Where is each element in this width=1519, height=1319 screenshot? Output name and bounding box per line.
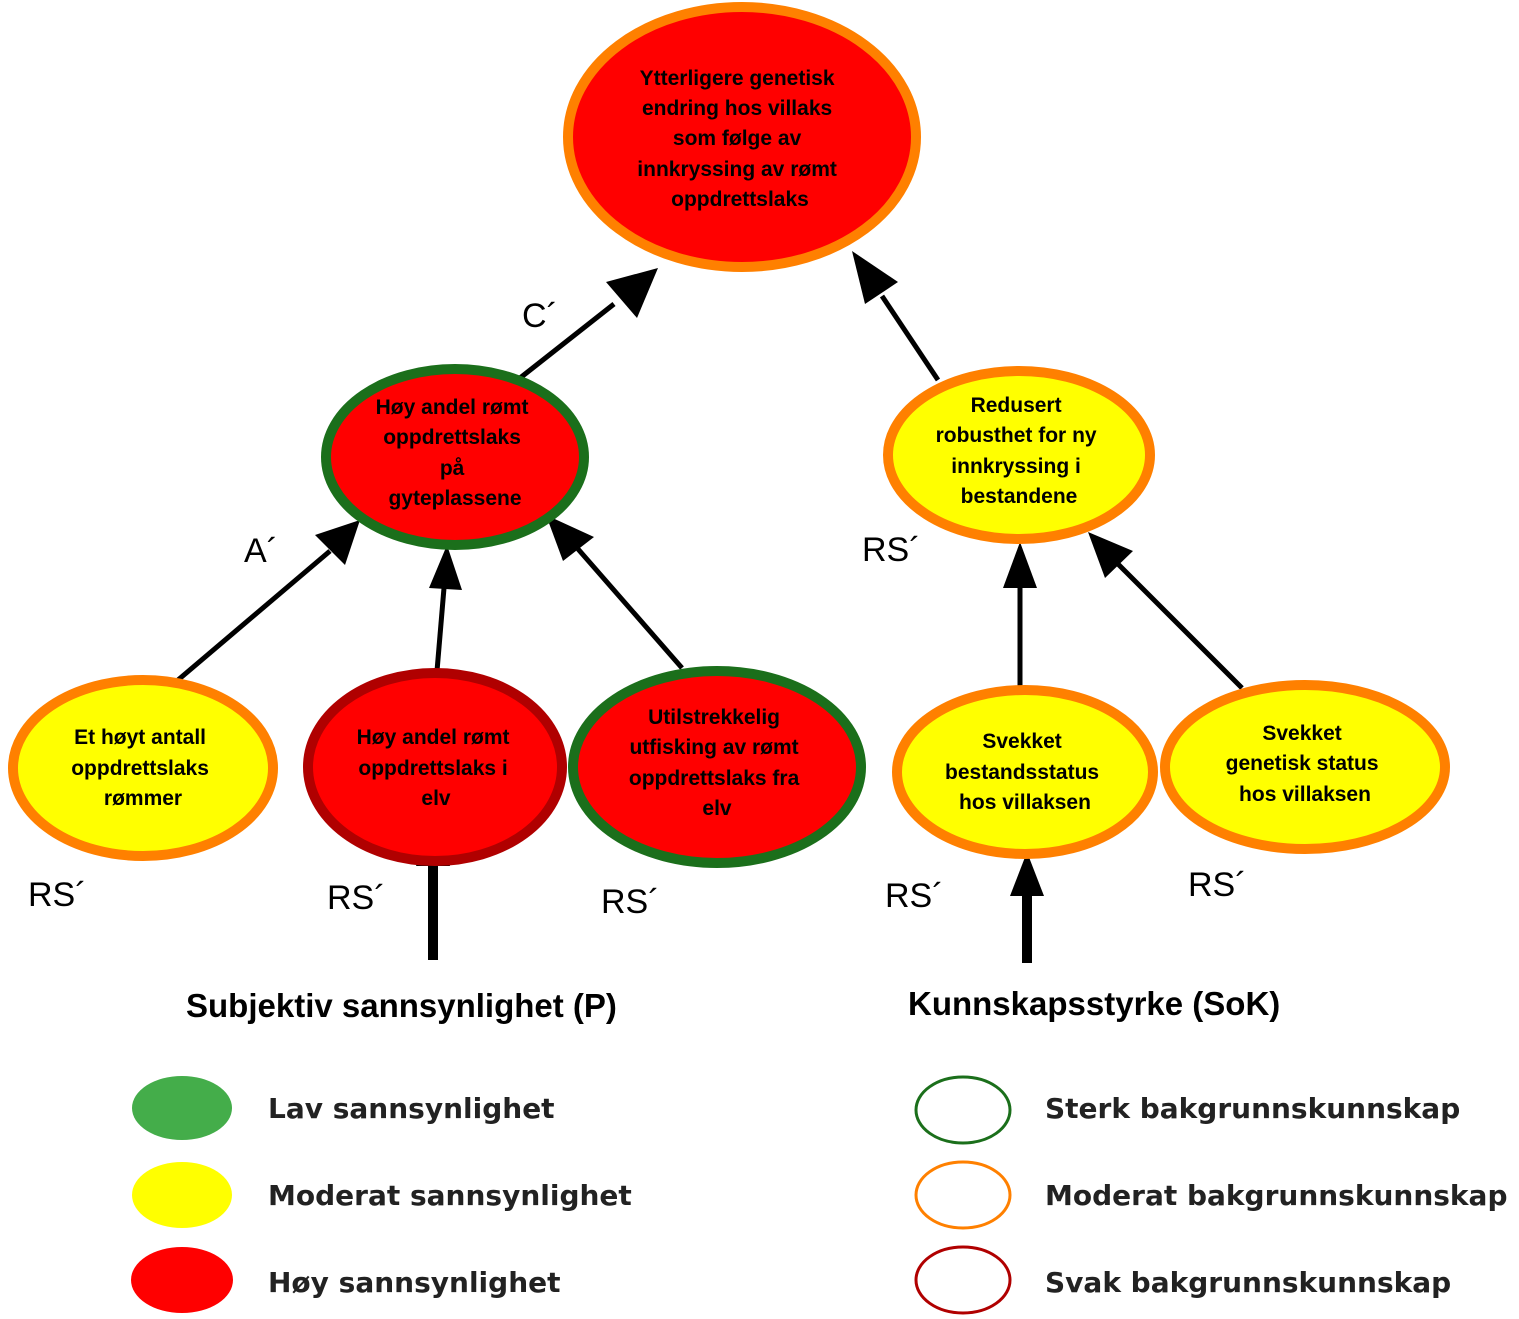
arrow-b1-to-midleft <box>176 549 332 682</box>
arrowhead-icon <box>606 268 658 318</box>
node-top-ellipse <box>563 2 921 272</box>
svg-text:Redusert robusthet for n: Redusert robusthet for ny innkryssing i … <box>936 394 1103 508</box>
svg-text:Høy andel rømt oppdretts: Høy andel rømt oppdrettslaks i elv <box>357 726 516 810</box>
node-top-line: Ytterligere genetisk <box>640 67 835 90</box>
node-b4: Svekket bestandsstatus hos villaksen <box>892 685 1158 859</box>
node-b5-line: genetisk status <box>1226 752 1379 775</box>
arrowhead-icon <box>429 545 462 590</box>
node-mid-right-ellipse <box>883 366 1155 544</box>
node-mid-left-line: Høy andel rømt <box>376 396 529 419</box>
label-rs-b5: RS´ <box>1188 866 1247 904</box>
node-b1-ellipse <box>8 675 278 861</box>
node-b2-ellipse <box>303 668 567 866</box>
node-b5-line: Svekket <box>1262 722 1341 745</box>
label-rs-mid-right: RS´ <box>862 531 921 569</box>
arrowhead-icon <box>315 520 360 565</box>
arrow-midleft-to-top <box>518 302 616 380</box>
legend-strong-knowledge-swatch <box>914 1075 1012 1145</box>
svg-text:Ytterligere genetisk end: Ytterligere genetisk endring hos villaks… <box>637 67 842 211</box>
label-rs-b2: RS´ <box>327 879 386 917</box>
node-b5-ellipse <box>1160 680 1450 854</box>
arrowhead-icon <box>1088 532 1133 578</box>
node-b4-line: bestandsstatus <box>945 761 1099 784</box>
node-b2-line: elv <box>421 787 451 810</box>
node-top-line: innkryssing av rømt <box>637 158 837 181</box>
node-mid-right-line: innkryssing i <box>951 455 1081 478</box>
node-b1-line: rømmer <box>104 787 182 810</box>
node-b5: Svekket genetisk status hos villaksen <box>1160 680 1450 854</box>
node-b3-ellipse <box>568 666 866 868</box>
node-mid-left-ellipse <box>321 364 589 550</box>
node-mid-left-line: oppdrettslaks <box>383 426 521 449</box>
node-b4-line: hos villaksen <box>959 791 1091 814</box>
node-b3-line: elv <box>702 797 732 820</box>
node-b2-line: Høy andel rømt <box>357 726 510 749</box>
node-top-line: som følge av <box>673 127 802 150</box>
legend-low-probability-swatch <box>132 1076 232 1140</box>
arrows <box>176 251 1244 963</box>
label-rs-b1: RS´ <box>28 876 87 914</box>
node-b1-line: Et høyt antall <box>74 726 206 749</box>
node-b4-line: Svekket <box>982 730 1061 753</box>
node-mid-right-line: robusthet for ny <box>936 424 1097 447</box>
node-b1: Et høyt antall oppdrettslaks rømmer <box>8 675 278 861</box>
node-b2: Høy andel rømt oppdrettslaks i elv <box>303 668 567 866</box>
arrowhead-icon <box>546 515 594 561</box>
label-c-prime: C´ <box>522 297 558 335</box>
legend-moderate-knowledge: Moderat bakgrunnskunnskap <box>1045 1179 1508 1212</box>
section-probability: Subjektiv sannsynlighet (P) <box>186 987 617 1024</box>
node-top-line: endring hos villaks <box>642 97 832 120</box>
arrowhead-icon <box>1003 542 1037 588</box>
node-top-line: oppdrettslaks <box>671 188 809 211</box>
arrowhead-icon <box>852 251 898 304</box>
node-b3: Utilstrekkelig utfisking av rømt oppdret… <box>568 666 866 868</box>
legend-moderate-probability: Moderat sannsynlighet <box>268 1179 632 1212</box>
node-mid-right-line: Redusert <box>971 394 1062 417</box>
svg-text:Et høyt antall oppdretts: Et høyt antall oppdrettslaks rømmer <box>71 726 215 810</box>
arrow-b5-to-midright <box>1116 562 1244 690</box>
label-rs-b3: RS´ <box>601 883 660 921</box>
legend-moderate-knowledge-swatch <box>914 1160 1012 1230</box>
svg-text:Utilstrekkelig utfisking: Utilstrekkelig utfisking av rømt oppdret… <box>629 706 805 820</box>
legend-low-probability: Lav sannsynlighet <box>268 1092 555 1125</box>
node-b4-ellipse <box>892 685 1158 859</box>
arrowhead-icon <box>1010 852 1044 896</box>
svg-text:Svekket bestandsstatus: Svekket bestandsstatus hos villaksen <box>945 730 1105 814</box>
node-b3-line: Utilstrekkelig <box>648 706 780 729</box>
node-mid-right-line: bestandene <box>961 485 1078 508</box>
node-mid-right: Redusert robusthet for ny innkryssing i … <box>883 366 1155 544</box>
label-a-prime: A´ <box>244 532 278 570</box>
node-mid-left-line: gyteplassene <box>388 487 521 510</box>
legend-strong-knowledge: Sterk bakgrunnskunnskap <box>1045 1092 1460 1125</box>
node-b2-line: oppdrettslaks i <box>358 757 507 780</box>
node-mid-left: Høy andel rømt oppdrettslaks på gyteplas… <box>321 364 589 550</box>
legend-high-probability-swatch <box>131 1247 233 1313</box>
node-b3-line: oppdrettslaks fra <box>629 767 800 790</box>
arrow-b3-to-midleft <box>576 547 684 670</box>
node-b5-line: hos villaksen <box>1239 783 1371 806</box>
svg-text:Svekket genetisk status: Svekket genetisk status hos villaksen <box>1226 722 1385 806</box>
arrow-midright-to-top <box>879 294 941 382</box>
legend-high-probability: Høy sannsynlighet <box>268 1266 561 1299</box>
legend: Lav sannsynlighet Moderat sannsynlighet … <box>131 1075 1508 1315</box>
node-top: Ytterligere genetisk endring hos villaks… <box>563 2 921 272</box>
arrow-b2-to-midleft <box>434 587 447 672</box>
legend-moderate-probability-swatch <box>132 1162 232 1228</box>
legend-weak-knowledge: Svak bakgrunnskunnskap <box>1045 1266 1451 1299</box>
node-b3-line: utfisking av rømt <box>629 736 798 759</box>
label-rs-b4: RS´ <box>885 877 944 915</box>
section-knowledge: Kunnskapsstyrke (SoK) <box>908 985 1280 1022</box>
legend-weak-knowledge-swatch <box>914 1245 1012 1315</box>
node-mid-left-line: på <box>440 457 465 480</box>
svg-text:Høy andel rømt oppdretts: Høy andel rømt oppdrettslaks på gyteplas… <box>376 396 535 510</box>
node-b1-line: oppdrettslaks <box>71 757 209 780</box>
